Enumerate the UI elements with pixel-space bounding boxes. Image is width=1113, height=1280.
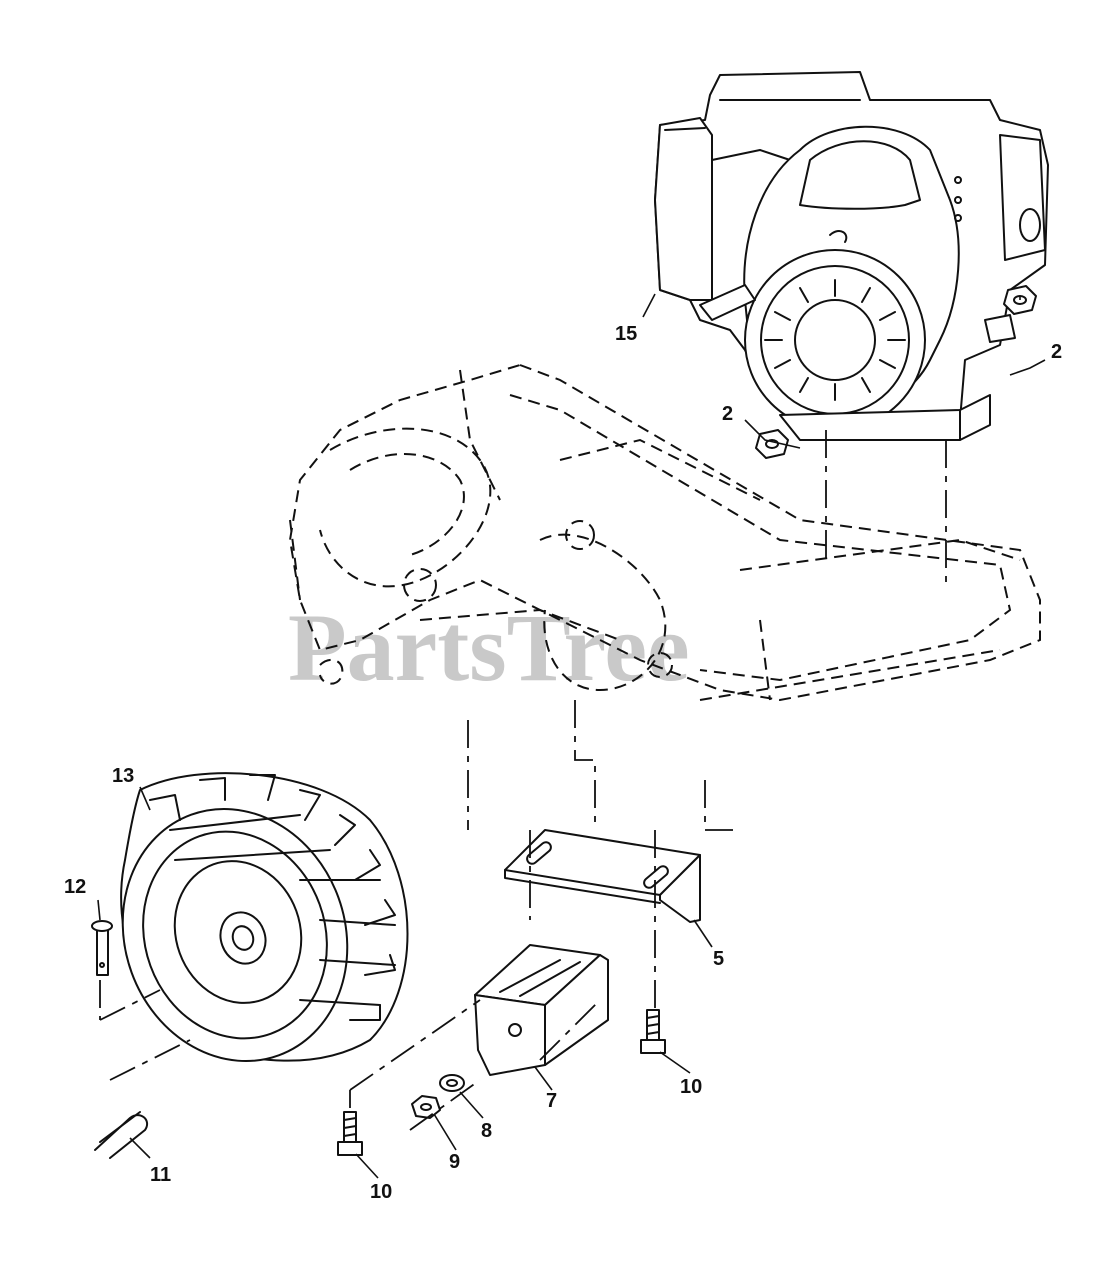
wheel-tire bbox=[120, 772, 409, 1063]
tiller-frame-outline bbox=[288, 363, 1041, 702]
assembly-lines bbox=[99, 430, 947, 1131]
callout-7: 7 bbox=[546, 1090, 557, 1112]
callout-10-lower: 10 bbox=[370, 1181, 392, 1203]
clevis-pin bbox=[91, 920, 113, 976]
callout-11: 11 bbox=[150, 1164, 171, 1186]
callout-8: 8 bbox=[481, 1120, 492, 1142]
callout-15: 15 bbox=[615, 323, 637, 345]
flange-nut-left bbox=[755, 429, 789, 459]
hex-nut bbox=[411, 1095, 441, 1119]
leader-lines bbox=[97, 293, 1046, 1179]
watermark: PartsTree bbox=[288, 594, 690, 701]
callout-2-left: 2 bbox=[722, 403, 733, 425]
engine bbox=[654, 71, 1049, 441]
callout-13: 13 bbox=[112, 765, 134, 787]
callout-5: 5 bbox=[713, 948, 724, 970]
weight-block bbox=[474, 944, 609, 1076]
bolt-lower bbox=[337, 1111, 363, 1156]
hairpin-clip bbox=[94, 1111, 149, 1159]
callout-10-right: 10 bbox=[680, 1076, 702, 1098]
callout-12: 12 bbox=[64, 876, 86, 898]
washer bbox=[439, 1074, 465, 1092]
bolt-right bbox=[640, 1009, 666, 1054]
callout-labels: 15 2 2 13 12 11 5 7 8 9 10 10 bbox=[64, 323, 1062, 1203]
callout-2-right: 2 bbox=[1051, 341, 1062, 363]
bracket bbox=[504, 829, 701, 923]
callout-9: 9 bbox=[449, 1151, 460, 1173]
